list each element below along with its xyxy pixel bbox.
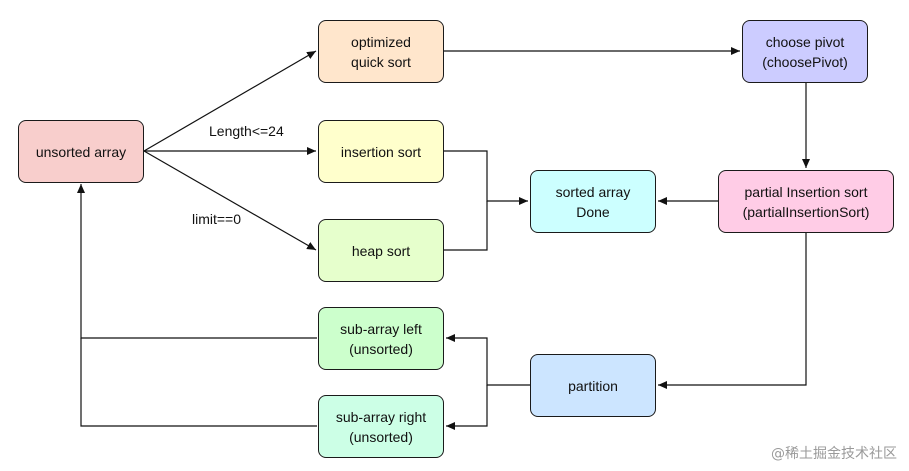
node-unsorted-array: unsorted array [18, 120, 144, 183]
edge-subleft-to-unsorted [77, 184, 317, 339]
edge-heapsort-to-sorted [444, 201, 488, 251]
node-choose-pivot: choose pivot (choosePivot) [742, 20, 868, 83]
node-partition: partition [530, 354, 656, 417]
node-insertion-sort: insertion sort [318, 120, 444, 183]
node-partial-insertion-sort: partial Insertion sort (partialInsertion… [718, 170, 894, 233]
edge-label-length: Length<=24 [209, 123, 284, 139]
node-heap-sort: heap sort [318, 219, 444, 282]
node-sub-array-right: sub-array right (unsorted) [318, 395, 444, 458]
node-optimized-quick-sort: optimized quick sort [318, 20, 444, 83]
edge-insertion-to-sorted [444, 150, 528, 205]
edge-partition-to-subright [446, 385, 488, 430]
edge-unsorted-to-heapsort [143, 150, 317, 251]
edge-partialinsertion-to-partition [658, 233, 807, 389]
edge-unsorted-to-quicksort [143, 50, 317, 152]
edge-subright-to-unsorted [80, 338, 317, 427]
edge-label-limit: limit==0 [192, 211, 242, 227]
node-sub-array-left: sub-array left (unsorted) [318, 307, 444, 370]
node-sorted-array: sorted array Done [530, 170, 656, 233]
watermark: @稀土掘金技术社区 [771, 446, 897, 462]
edge-partition-to-subleft [446, 334, 530, 386]
